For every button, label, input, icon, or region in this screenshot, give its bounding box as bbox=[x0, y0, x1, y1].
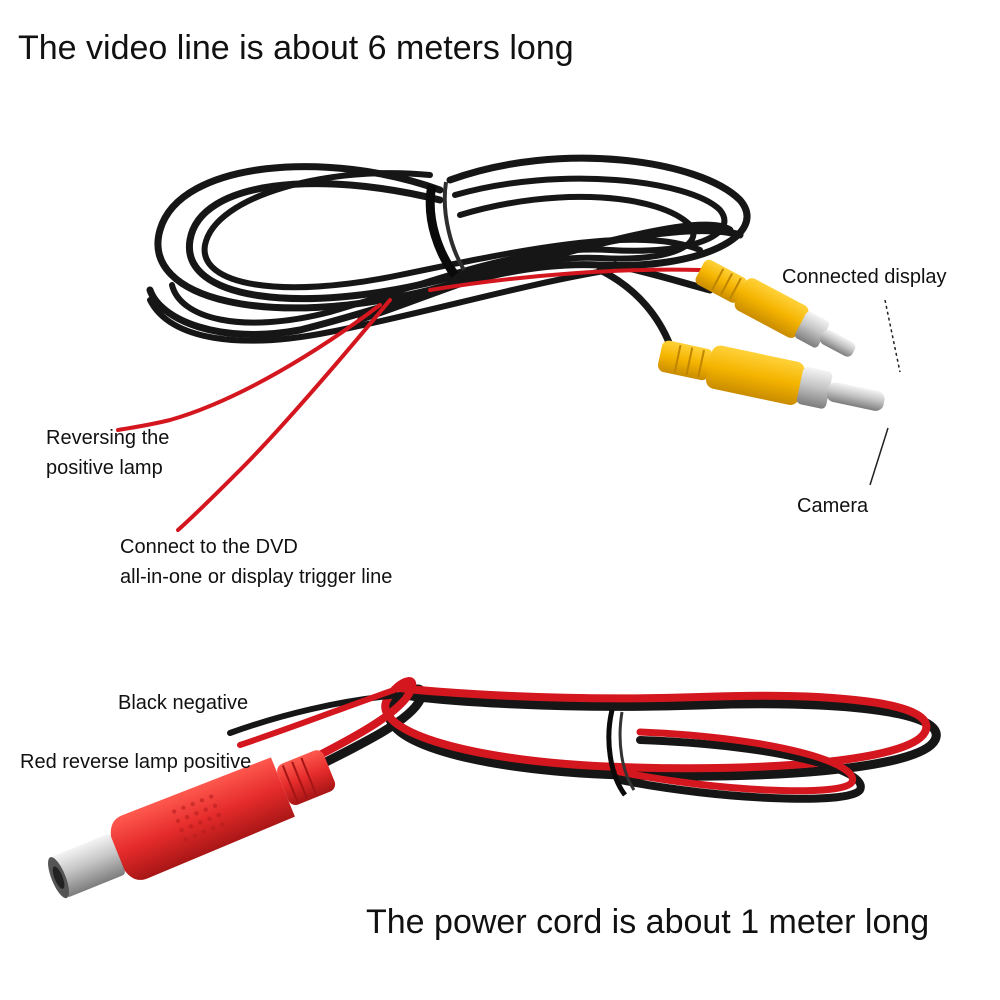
red-reverse-positive-label: Red reverse lamp positive bbox=[20, 751, 252, 773]
dc-power-plug bbox=[48, 750, 336, 899]
power-cord-title: The power cord is about 1 meter long bbox=[366, 903, 930, 941]
dvd-trigger-label: Connect to the DVD all-in-one or display… bbox=[120, 532, 392, 592]
power-cord-tie bbox=[606, 709, 636, 797]
rca-connector-camera bbox=[657, 340, 885, 411]
reversing-lamp-label-line2: positive lamp bbox=[46, 457, 163, 479]
reversing-lamp-label: Reversing the positive lamp bbox=[46, 423, 169, 483]
video-cable-coil bbox=[146, 154, 751, 349]
rca-connector-display bbox=[695, 259, 856, 357]
power-cord bbox=[227, 677, 941, 803]
connected-display-label: Connected display bbox=[782, 266, 947, 288]
cable-tie bbox=[425, 181, 466, 278]
dvd-trigger-label-line2: all-in-one or display trigger line bbox=[120, 566, 393, 588]
leader-lines bbox=[869, 299, 901, 486]
red-trigger-wire bbox=[116, 267, 702, 532]
camera-label: Camera bbox=[797, 495, 869, 517]
reversing-lamp-label-line1: Reversing the bbox=[46, 427, 170, 449]
black-negative-label: Black negative bbox=[118, 692, 249, 714]
dvd-trigger-label-line1: Connect to the DVD bbox=[120, 536, 298, 558]
video-line-title: The video line is about 6 meters long bbox=[18, 29, 574, 67]
